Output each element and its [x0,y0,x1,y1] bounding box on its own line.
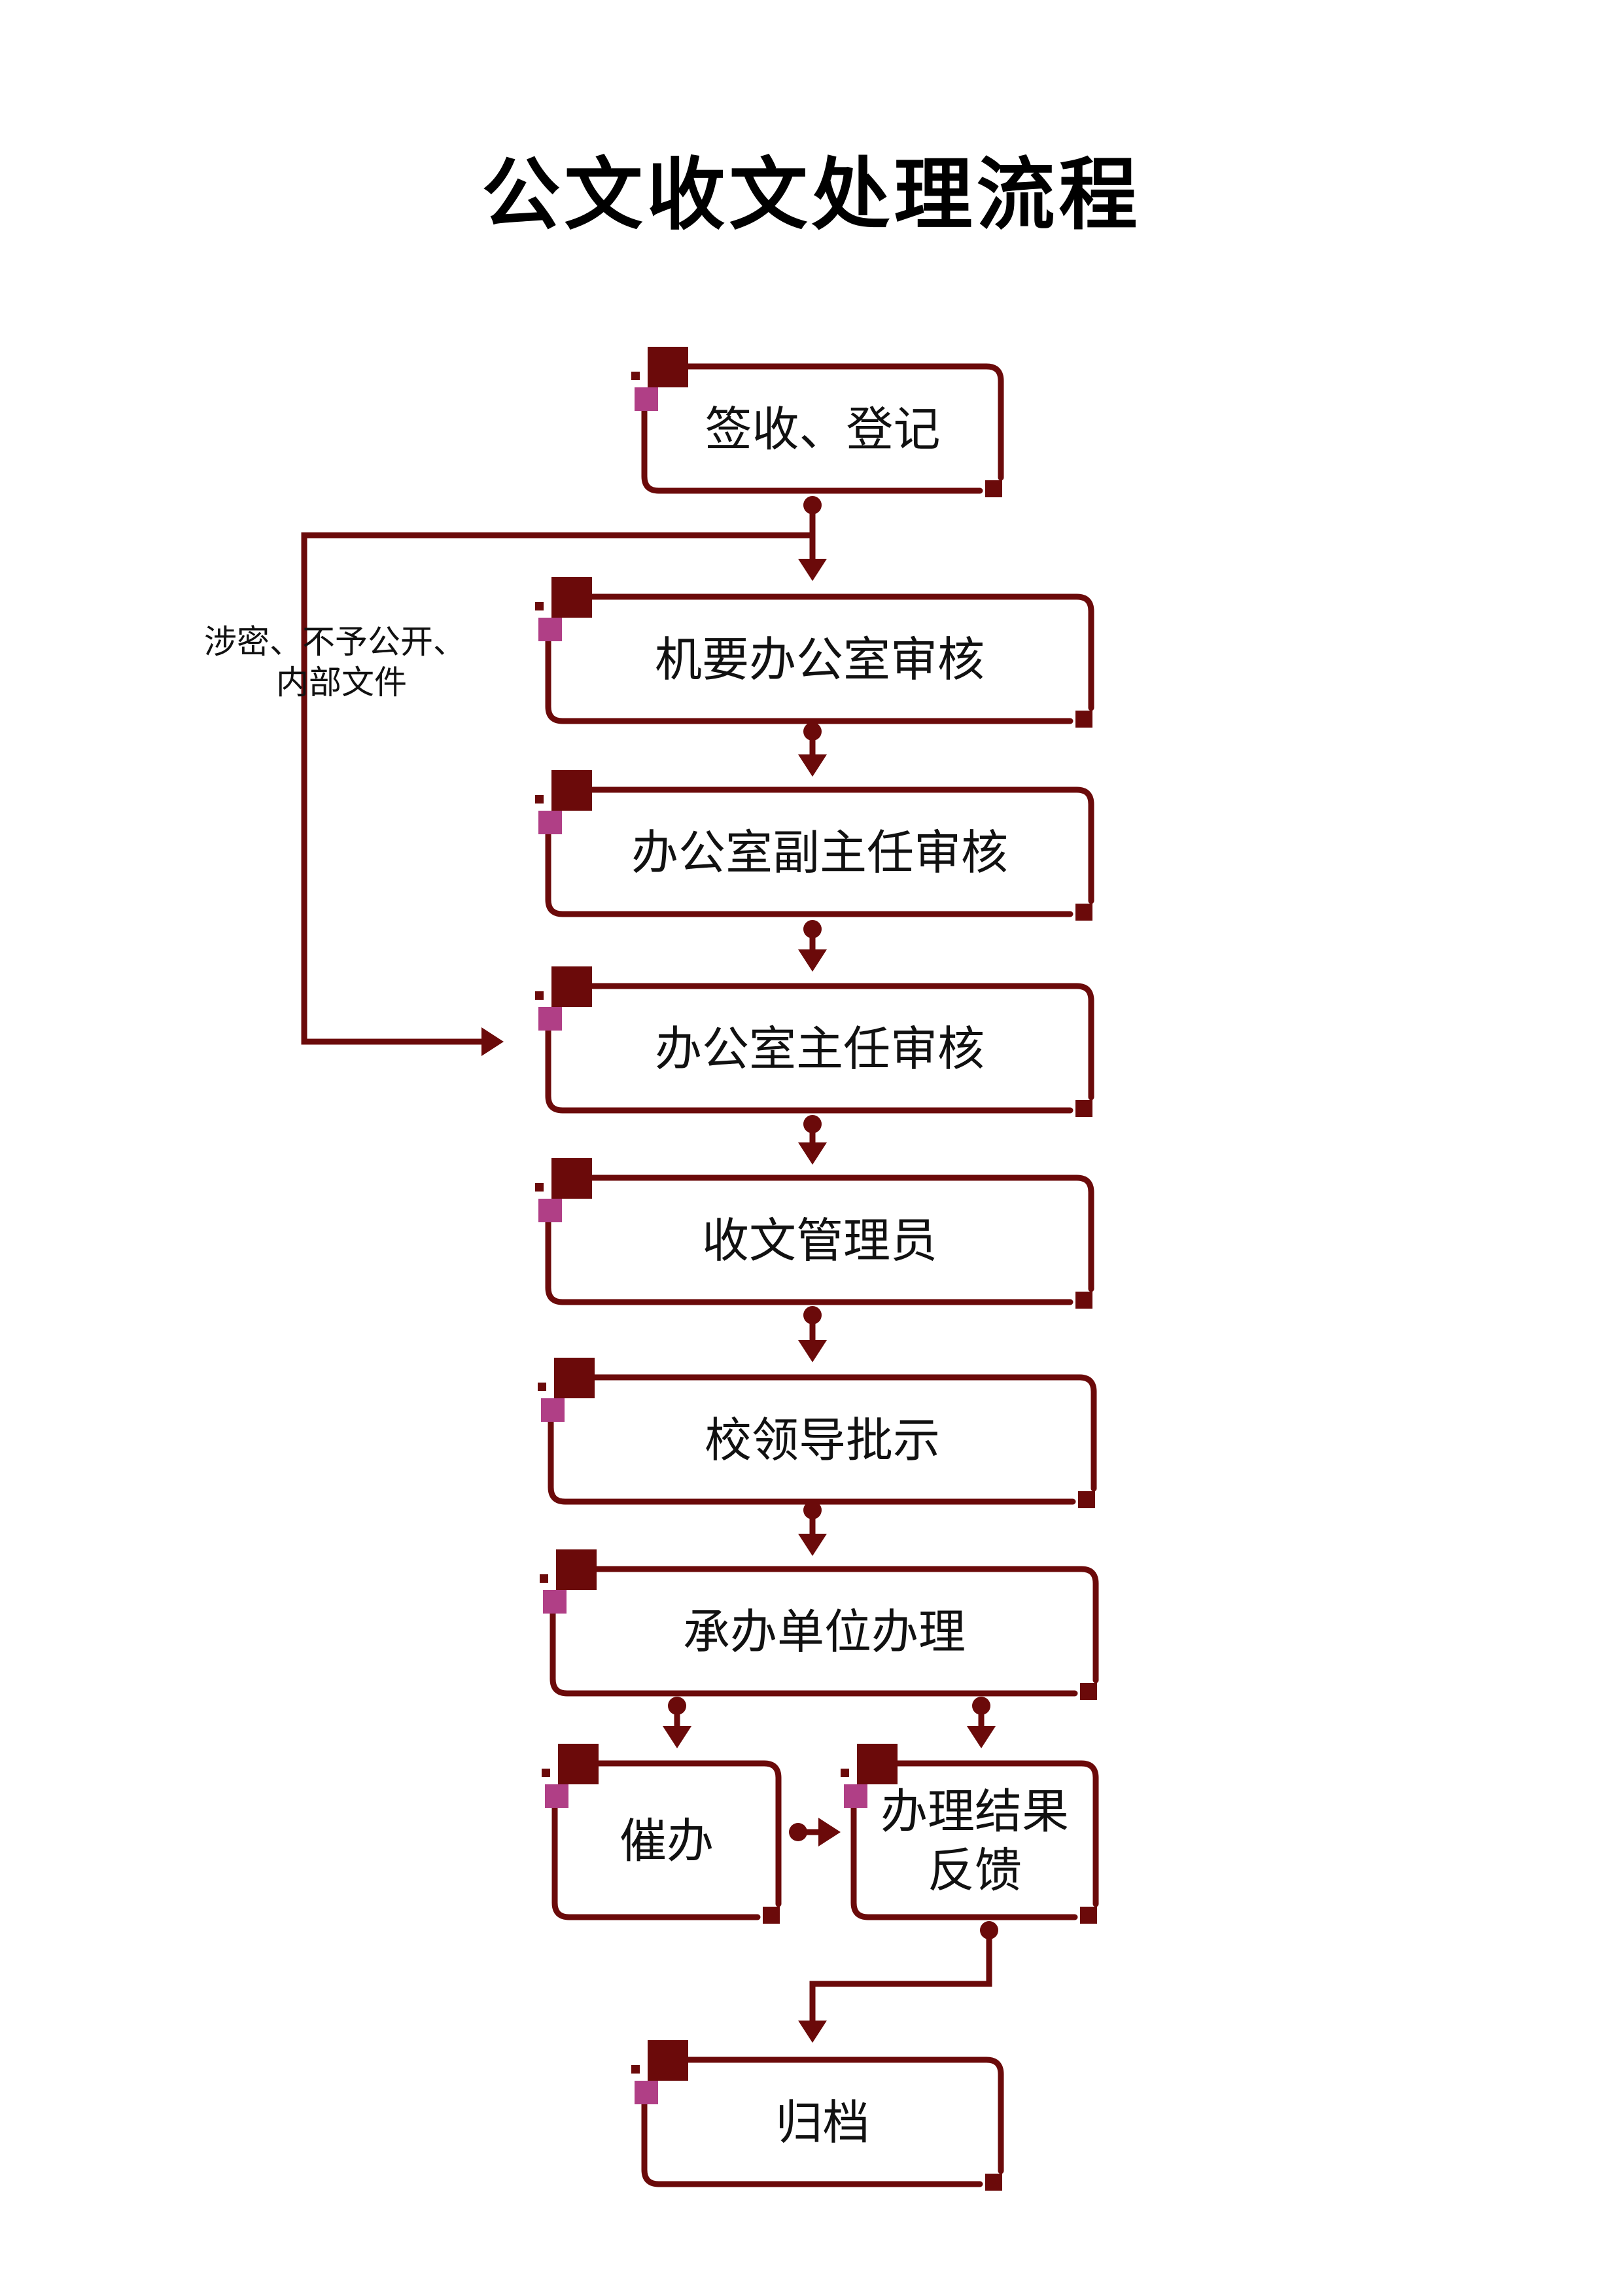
pink-square-icon [541,1398,565,1422]
corner-end-square-icon [985,480,1002,497]
corner-end-square-icon [1080,1907,1097,1924]
corner-end-square-icon [1075,1100,1092,1117]
pink-square-icon [538,618,562,641]
bypass-label-line-2: 内部文件 [276,663,407,701]
node-frame [545,983,1094,1114]
pink-square-icon [844,1784,867,1808]
node-archive: 归档 [631,2040,1004,2191]
corner-square-icon [551,1158,592,1199]
arrow-down-icon [798,559,827,581]
arrow-down-icon [798,949,827,972]
node-leader-approval: 校领导批示 [538,1358,1097,1508]
pink-square-icon [538,811,562,834]
nodes: 签收、登记机要办公室审核办公室副主任审核办公室主任审核收文管理员校领导批示承办单… [535,347,1099,2191]
node-handling-unit: 承办单位办理 [540,1549,1099,1700]
corner-dot-icon [535,602,544,610]
corner-end-square-icon [1075,1292,1092,1309]
corner-square-icon [554,1358,595,1398]
corner-dot-icon [535,1183,544,1192]
pink-square-icon [635,387,658,411]
corner-dot-icon [542,1769,550,1777]
arrow-down-icon [798,1340,827,1362]
node-frame [551,1760,782,1920]
node-label: 催办 [620,1814,714,1869]
node-frame [641,363,1004,494]
arrow-right-icon [818,1818,841,1846]
pink-square-icon [635,2081,658,2104]
connector-dot [803,1501,822,1519]
node-frame [850,1760,1099,1920]
node-label: 校领导批示 [705,1413,940,1468]
corner-square-icon [556,1549,597,1590]
node-label: 反馈 [928,1843,1022,1898]
corner-dot-icon [631,2065,640,2074]
node-urge: 催办 [542,1744,782,1924]
node-document-clerk: 收文管理员 [535,1158,1094,1309]
connector-dot [803,722,822,741]
connector-dot [803,496,822,514]
pink-square-icon [538,1007,562,1031]
node-frame [545,1174,1094,1305]
corner-end-square-icon [1078,1491,1095,1508]
corner-square-icon [648,2040,688,2081]
node-frame [548,1374,1097,1505]
connector-line [301,532,812,1045]
corner-dot-icon [841,1769,849,1777]
connector-line [809,1930,992,2023]
node-sign-receive: 签收、登记 [631,347,1004,497]
corner-dot-icon [535,795,544,804]
corner-end-square-icon [1075,711,1092,728]
corner-square-icon [551,770,592,811]
node-confidential-office-review: 机要办公室审核 [535,577,1094,728]
connector-dot [803,1115,822,1133]
node-frame [545,786,1094,917]
corner-square-icon [551,966,592,1007]
node-label: 办公室副主任审核 [631,825,1008,880]
pink-square-icon [538,1199,562,1222]
node-label: 机要办公室审核 [655,632,985,687]
node-label: 签收、登记 [705,402,940,457]
node-deputy-director-review: 办公室副主任审核 [535,770,1094,921]
connector-dot [668,1697,686,1715]
arrow-right-icon [481,1027,504,1056]
node-label: 收文管理员 [702,1213,937,1268]
corner-square-icon [551,577,592,618]
node-label: 办理结果 [881,1784,1069,1839]
corner-dot-icon [540,1574,548,1583]
arrow-down-icon [798,1534,827,1556]
node-label: 归档 [775,2095,869,2150]
bypass-label-line-1: 涉密、不予公开、 [204,623,466,661]
arrow-down-icon [967,1726,996,1748]
node-director-review: 办公室主任审核 [535,966,1094,1117]
node-frame [641,2057,1004,2187]
corner-square-icon [558,1744,599,1784]
corner-dot-icon [538,1383,546,1391]
corner-square-icon [648,347,688,387]
corner-end-square-icon [763,1907,780,1924]
corner-dot-icon [631,372,640,380]
corner-end-square-icon [1075,904,1092,921]
connectors [301,496,998,2043]
connector-dot [803,1306,822,1324]
arrow-down-icon [798,1142,827,1165]
arrow-down-icon [798,2021,827,2043]
node-label: 承办单位办理 [683,1604,966,1659]
connector-dot [972,1697,990,1715]
page-title: 公文收文处理流程 [481,150,1142,241]
corner-dot-icon [535,991,544,1000]
pink-square-icon [545,1784,568,1808]
arrow-down-icon [798,754,827,777]
node-frame [545,593,1094,724]
pink-square-icon [543,1590,567,1614]
corner-square-icon [857,1744,898,1784]
node-frame [550,1566,1099,1697]
node-label: 办公室主任审核 [655,1021,985,1076]
corner-end-square-icon [985,2174,1002,2191]
corner-end-square-icon [1080,1683,1097,1700]
arrow-down-icon [663,1726,691,1748]
connector-dot [803,920,822,938]
